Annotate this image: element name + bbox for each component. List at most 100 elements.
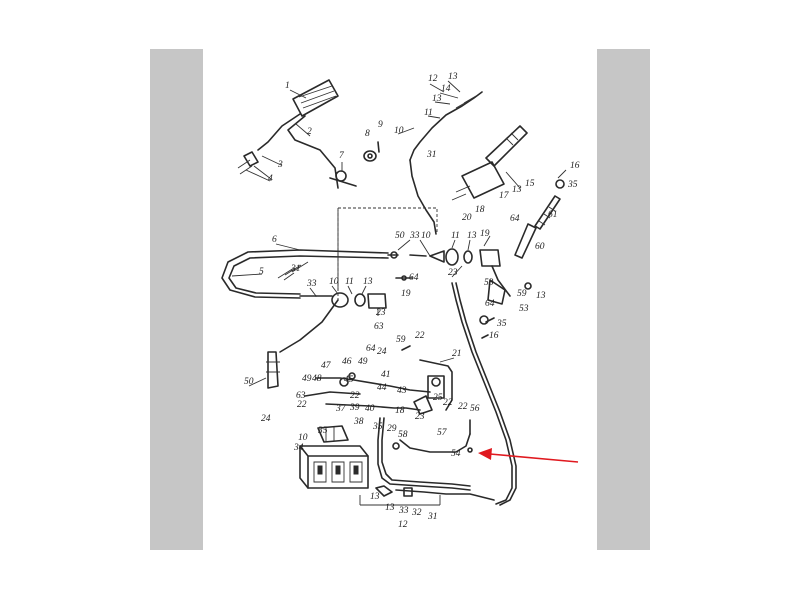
callout-label: 31 — [426, 150, 437, 160]
callout-label: 45 — [344, 375, 354, 385]
callout-label: 3 — [277, 160, 283, 170]
spring-cylinder — [514, 179, 565, 259]
callout-label: 58 — [398, 430, 408, 440]
callout-label: 20 — [462, 213, 472, 223]
valve-block — [299, 425, 369, 489]
callout-label: 64 — [409, 273, 419, 283]
callout-label: 7 — [339, 151, 345, 161]
callout-label: 57 — [437, 428, 448, 438]
callout-label: 12 — [428, 74, 438, 84]
callout-label: 56 — [470, 404, 480, 414]
callout-label: 12 — [398, 520, 408, 530]
callout-label: 13 — [363, 277, 373, 287]
callout-label: 21 — [452, 349, 462, 359]
callout-label: 24 — [261, 414, 271, 424]
callout-label: 22 — [415, 331, 425, 341]
callout-label: 63 — [374, 322, 384, 332]
annotation-arrow — [478, 448, 579, 463]
washer-bolt — [363, 141, 380, 162]
callout-label: 29 — [387, 424, 397, 434]
callout-label: 16 — [489, 331, 499, 341]
callout-label: 33 — [306, 279, 317, 289]
callout-label: 54 — [451, 449, 461, 459]
callout-label: 11 — [424, 108, 433, 118]
callout-label: 40 — [365, 404, 375, 414]
lower-adjuster — [315, 275, 413, 309]
callout-label: 64 — [366, 344, 376, 354]
callout-label: 17 — [499, 191, 510, 201]
callout-label: 10 — [394, 126, 404, 136]
callout-label: 23 — [376, 308, 386, 318]
callout-label: 2 — [307, 127, 312, 137]
callout-label: 63 — [296, 391, 306, 401]
callout-label: 10 — [298, 433, 308, 443]
callout-label: 23 — [415, 412, 425, 422]
callout-label: 13 — [467, 231, 477, 241]
left-margin-band — [150, 49, 203, 550]
callout-label: 43 — [397, 386, 407, 396]
callout-label: 59 — [517, 289, 527, 299]
callout-label: 31 — [290, 264, 301, 274]
callout-label: 49 — [302, 374, 312, 384]
rod — [401, 345, 453, 411]
right-long-cable — [451, 282, 517, 506]
callout-label: 49 — [358, 357, 368, 367]
leader-lines — [231, 80, 567, 387]
callout-label: 37 — [335, 404, 347, 414]
callout-label: 14 — [441, 84, 451, 94]
upper-cable — [409, 91, 483, 235]
callout-label: 16 — [570, 161, 580, 171]
callout-label: 11 — [451, 231, 460, 241]
callout-label: 47 — [321, 361, 332, 371]
pipe-54 — [377, 417, 473, 491]
upper-adjuster — [429, 248, 511, 297]
callout-label: 10 — [421, 231, 431, 241]
callout-label: 22 — [297, 400, 307, 410]
callout-label: 19 — [480, 229, 490, 239]
pedal-assembly — [237, 79, 357, 189]
callout-label: 35 — [317, 426, 328, 436]
callout-label: 59 — [396, 335, 406, 345]
callout-label: 4 — [268, 174, 273, 184]
lower-linkage — [304, 372, 445, 415]
dashed-frame — [337, 207, 438, 300]
callout-label: 33 — [398, 506, 409, 516]
callout-label: 13 — [512, 185, 522, 195]
callout-label: 15 — [525, 179, 535, 189]
callout-label: 46 — [342, 357, 352, 367]
callout-label: 13 — [536, 291, 546, 301]
callout-label: 25 — [433, 393, 443, 403]
callout-label: 18 — [475, 205, 485, 215]
callout-label: 10 — [329, 277, 339, 287]
callout-label: 31 — [427, 512, 438, 522]
callout-label: 33 — [409, 231, 420, 241]
callout-label: 6 — [272, 235, 277, 245]
callout-label: 34 — [293, 443, 304, 453]
callout-label: 9 — [378, 120, 383, 130]
callout-label: 19 — [401, 289, 411, 299]
callout-label: 64 — [510, 214, 520, 224]
diagram-sheet — [203, 49, 597, 550]
callout-label: 5 — [259, 267, 264, 277]
callout-label: 13 — [448, 72, 458, 82]
callout-label: 38 — [353, 417, 364, 427]
callout-label: 32 — [411, 508, 422, 518]
right-margin-band — [597, 49, 650, 550]
vertical-lever — [266, 299, 339, 389]
callout-label: 44 — [377, 383, 387, 393]
hand-lever — [451, 125, 528, 201]
callout-label: 1 — [285, 81, 290, 91]
callout-label: 22 — [458, 402, 468, 412]
callout-label: 13 — [432, 94, 442, 104]
callout-label: 13 — [370, 492, 380, 502]
callout-label: 41 — [381, 370, 391, 380]
callout-label: 50 — [244, 377, 254, 387]
callout-label: 64 — [485, 299, 495, 309]
callout-label: 53 — [519, 304, 529, 314]
callout-label: 53 — [484, 278, 494, 288]
callout-label: 60 — [535, 242, 545, 252]
callout-label: 35 — [567, 180, 578, 190]
callout-label: 35 — [496, 319, 507, 329]
